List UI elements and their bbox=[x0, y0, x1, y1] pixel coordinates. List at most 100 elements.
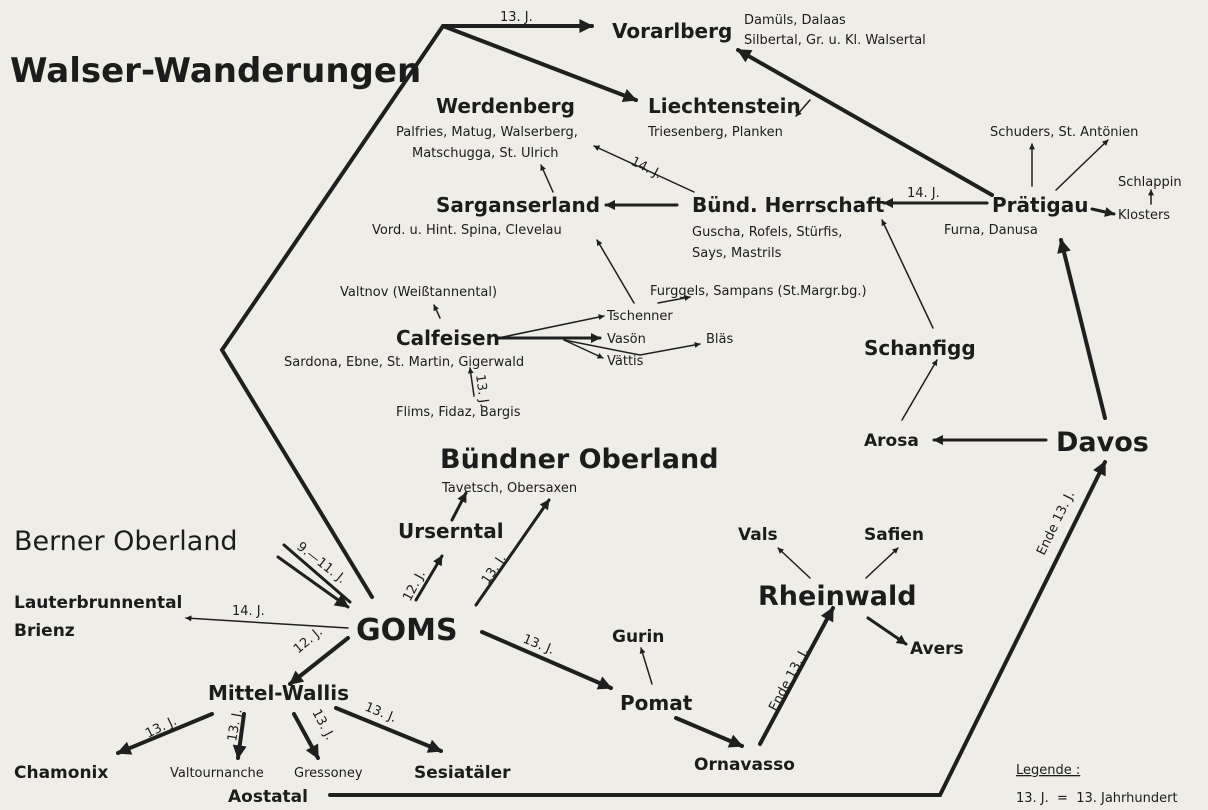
route-berner-goms-a bbox=[282, 543, 352, 604]
place-sesiataeler: Sesiatäler bbox=[414, 763, 511, 783]
route-schanfigg-herrschaft bbox=[881, 219, 934, 329]
route-mw-valtournanche bbox=[232, 712, 247, 760]
route-mw-gressoney bbox=[292, 712, 320, 760]
legend-entry: 13. J. = 13. Jahrhundert bbox=[1016, 791, 1178, 806]
place-pomat: Pomat bbox=[620, 691, 693, 715]
route-praetigau-vorarlberg bbox=[736, 48, 994, 197]
route-pomat-gurin bbox=[639, 647, 653, 685]
place-ornavasso: Ornavasso bbox=[694, 755, 795, 775]
label-ornavasso-rheinwald: Ende 13. J. bbox=[766, 645, 812, 714]
route-goms-vorarlberg bbox=[219, 19, 594, 599]
place-sarganserland-sub: Vord. u. Hint. Spina, Clevelau bbox=[372, 223, 562, 238]
route-calfeisen-valtnov bbox=[433, 304, 441, 319]
place-blaes: Bläs bbox=[706, 332, 733, 347]
legend-heading: Legende : bbox=[1016, 763, 1080, 778]
label-aostatal-davos: Ende 13. J. bbox=[1034, 489, 1078, 558]
route-rheinwald-avers bbox=[866, 616, 908, 646]
place-urserntal: Urserntal bbox=[398, 519, 504, 543]
place-furggels: Furggels, Sampans (St.Margr.bg.) bbox=[650, 284, 867, 299]
place-vorarlberg-sub-2: Silbertal, Gr. u. Kl. Walsertal bbox=[744, 33, 926, 48]
place-schuders: Schuders, St. Antönien bbox=[990, 125, 1138, 140]
label-herrschaft-werdenberg: 14. J. bbox=[628, 154, 664, 182]
route-berner-goms-b bbox=[276, 555, 350, 609]
place-vason: Vasön bbox=[607, 332, 646, 347]
place-buend-herrschaft: Bünd. Herrschaft bbox=[692, 193, 885, 217]
route-urserntal-buendner bbox=[450, 491, 468, 522]
place-schanfigg: Schanfigg bbox=[864, 336, 976, 360]
label-flims-calfeisen: 13. J. bbox=[472, 373, 491, 408]
place-liechtenstein-sub: Triesenberg, Planken bbox=[647, 125, 783, 140]
place-gressoney: Gressoney bbox=[294, 766, 363, 781]
route-aostatal-davos bbox=[328, 460, 1107, 797]
place-davos: Davos bbox=[1056, 427, 1149, 458]
place-buend-herrschaft-sub-1: Guscha, Rofels, Stürfis, bbox=[692, 225, 842, 240]
place-calfeisen: Calfeisen bbox=[396, 326, 500, 350]
label-praetigau-herrschaft: 14. J. bbox=[907, 186, 940, 201]
route-goms-liechtenstein bbox=[441, 24, 638, 103]
route-mw-sesiataeler bbox=[334, 706, 443, 753]
label-goms-pomat: 13. J. bbox=[521, 632, 557, 658]
place-praetigau: Prätigau bbox=[992, 193, 1088, 217]
label-mw-valtournanche: 13. J. bbox=[225, 708, 245, 743]
edge-labels: 13. J. 14. J. 14. J. 13. J. 9.—11. J. 14… bbox=[143, 10, 1078, 743]
place-liechtenstein: Liechtenstein bbox=[648, 94, 801, 118]
place-vorarlberg-sub-1: Damüls, Dalaas bbox=[744, 13, 846, 28]
place-werdenberg-sub-1: Palfries, Matug, Walserberg, bbox=[396, 125, 578, 140]
route-rheinwald-safien bbox=[865, 547, 899, 579]
route-davos-praetigau bbox=[1057, 238, 1107, 420]
route-praetigau-liechtenstein bbox=[795, 99, 811, 117]
route-praetigau-klosters bbox=[1090, 207, 1116, 217]
route-goms-urserntal bbox=[414, 554, 444, 602]
place-valtnov: Valtnov (Weißtannental) bbox=[340, 285, 497, 300]
place-vals: Vals bbox=[738, 525, 778, 545]
place-schlappin: Schlappin bbox=[1118, 175, 1182, 190]
route-mw-chamonix bbox=[116, 712, 214, 755]
label-goms-lauterbrunnental: 14. J. bbox=[232, 604, 265, 619]
route-calfeisen-blaes bbox=[563, 339, 701, 356]
route-sarganserland-werdenberg bbox=[540, 164, 554, 193]
place-avers: Avers bbox=[910, 639, 964, 659]
route-tschenner-furggels bbox=[657, 295, 691, 304]
label-goms-vorarlberg: 13. J. bbox=[500, 10, 533, 25]
place-buendner-oberland: Bündner Oberland bbox=[440, 444, 719, 475]
place-buendner-oberland-sub: Tavetsch, Obersaxen bbox=[441, 481, 577, 496]
label-goms-buendner: 13. J. bbox=[479, 552, 510, 588]
place-tschenner: Tschenner bbox=[606, 309, 673, 324]
place-brienz: Brienz bbox=[14, 621, 75, 641]
route-tschenner-sarganserland bbox=[596, 239, 635, 304]
label-goms-mittelwallis: 12. J. bbox=[291, 625, 326, 658]
route-herrschaft-werdenberg bbox=[593, 145, 695, 193]
legend: Legende : 13. J. = 13. Jahrhundert bbox=[1016, 763, 1178, 806]
route-rheinwald-vals bbox=[777, 547, 811, 579]
place-werdenberg-sub-2: Matschugga, St. Ulrich bbox=[412, 146, 559, 161]
place-berner-oberland: Berner Oberland bbox=[14, 526, 238, 557]
route-pomat-ornavasso bbox=[674, 716, 744, 748]
route-goms-buendner bbox=[474, 498, 551, 607]
route-goms-pomat bbox=[480, 630, 613, 690]
label-mw-gressoney: 13. J. bbox=[308, 707, 337, 743]
place-arosa: Arosa bbox=[864, 431, 919, 451]
place-praetigau-sub: Furna, Danusa bbox=[944, 223, 1038, 238]
place-buend-herrschaft-sub-2: Says, Mastrils bbox=[692, 246, 782, 261]
place-rheinwald: Rheinwald bbox=[758, 581, 917, 612]
route-arosa-schanfigg bbox=[901, 359, 938, 421]
label-mw-chamonix: 13. J. bbox=[143, 714, 179, 742]
route-goms-mittelwallis bbox=[288, 636, 350, 686]
place-klosters: Klosters bbox=[1118, 208, 1170, 223]
route-calfeisen-vaettis bbox=[563, 339, 604, 359]
place-flims: Flims, Fidaz, Bargis bbox=[396, 405, 521, 420]
place-mittel-wallis: Mittel-Wallis bbox=[208, 681, 349, 705]
route-calfeisen-tschenner bbox=[497, 314, 605, 339]
map-title: Walser-Wanderungen bbox=[10, 51, 421, 91]
place-gurin: Gurin bbox=[612, 627, 664, 647]
route-ornavasso-rheinwald bbox=[758, 606, 835, 746]
place-werdenberg: Werdenberg bbox=[436, 94, 575, 118]
place-sarganserland: Sarganserland bbox=[436, 193, 600, 217]
route-flims-calfeisen bbox=[467, 367, 475, 397]
place-lauterbrunnental: Lauterbrunnental bbox=[14, 593, 182, 613]
place-safien: Safien bbox=[864, 525, 924, 545]
place-valtournanche: Valtournanche bbox=[170, 766, 264, 781]
place-vaettis: Vättis bbox=[607, 354, 644, 369]
place-goms: GOMS bbox=[356, 613, 458, 648]
